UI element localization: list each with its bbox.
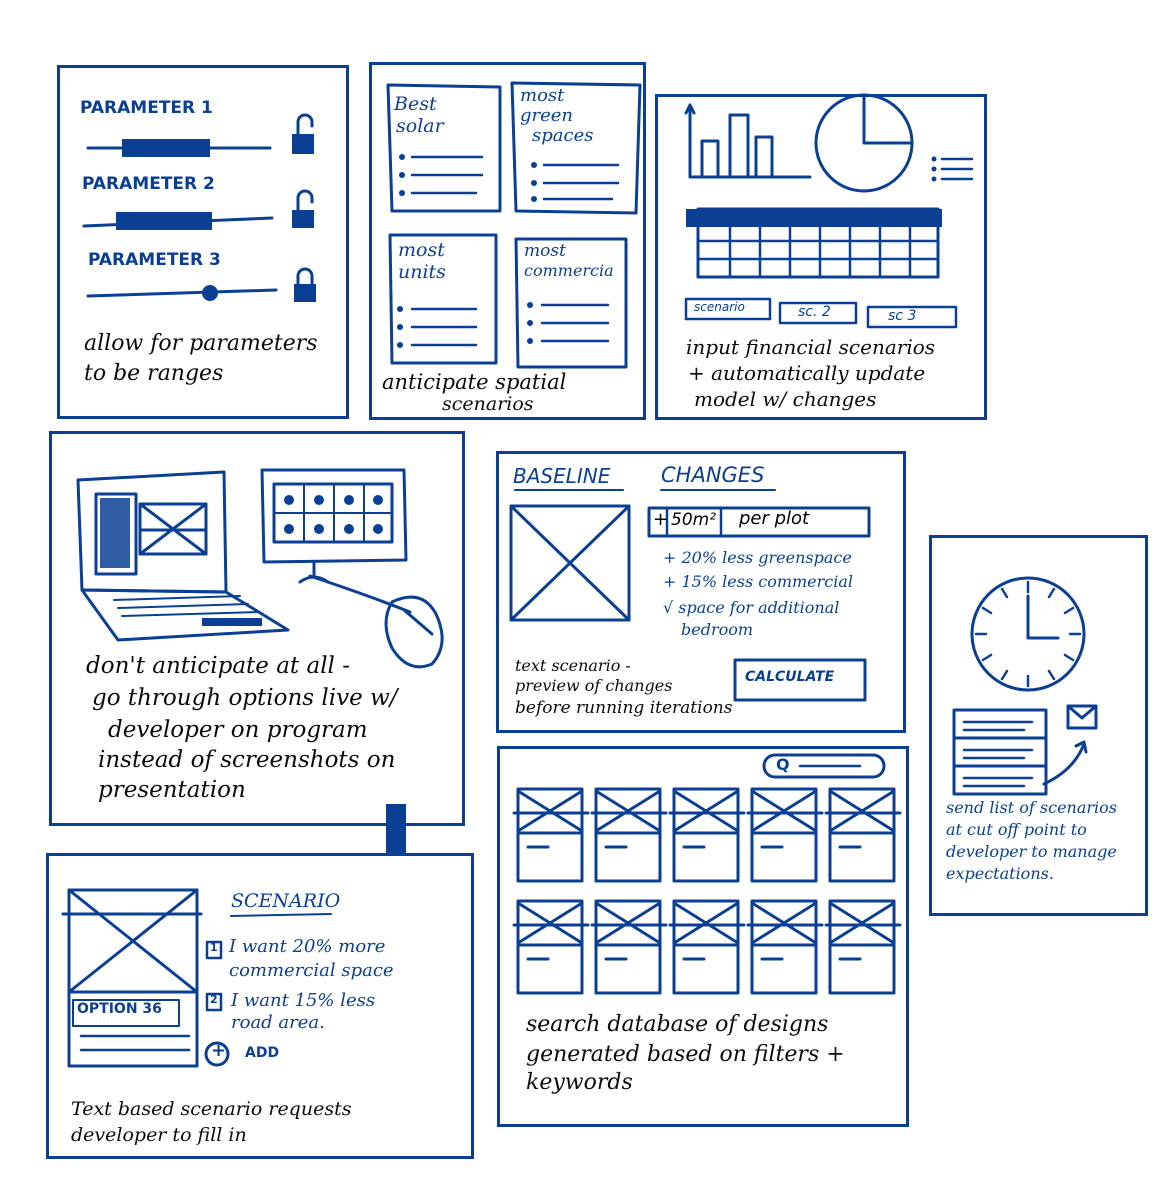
design-thumbnail[interactable] bbox=[824, 899, 902, 995]
panel-4-caption-line-4: instead of screenshots on bbox=[98, 747, 396, 773]
design-thumbnail[interactable] bbox=[590, 899, 668, 995]
design-thumbnail[interactable] bbox=[590, 787, 668, 883]
effect-bedroom-line-2: bedroom bbox=[681, 620, 754, 639]
scenario-item-1-line-2: commercial space bbox=[229, 960, 394, 981]
change-unit-label: per plot bbox=[739, 508, 810, 529]
effect-greenspace: + 20% less greenspace bbox=[663, 548, 852, 567]
baseline-label: BASELINE bbox=[513, 464, 611, 488]
effect-bedroom-line-1: √ space for additional bbox=[663, 598, 840, 617]
calculate-button[interactable]: CALCULATE bbox=[745, 669, 835, 685]
panel-7-caption-line-1: Text based scenario requests bbox=[71, 1098, 352, 1120]
parameter-2-label: PARAMETER 2 bbox=[82, 174, 215, 194]
panel-3-caption-line-3: model w/ changes bbox=[694, 387, 877, 411]
effect-commercial: + 15% less commercial bbox=[663, 572, 854, 591]
panel-6-caption-line-1: send list of scenarios bbox=[946, 798, 1118, 817]
panel-1-caption-line-2: to be ranges bbox=[84, 361, 224, 386]
card-commercial-title-2: commercia bbox=[524, 261, 614, 280]
panel-financial-scenarios: scenario sc. 2 sc 3 input financial scen… bbox=[655, 93, 987, 420]
design-thumbnail[interactable] bbox=[746, 899, 824, 995]
card-green-title-1: most bbox=[520, 85, 565, 106]
design-thumbnail[interactable] bbox=[824, 787, 902, 883]
change-value-input[interactable]: 50m² bbox=[671, 510, 717, 530]
card-best-solar-title-2: solar bbox=[396, 115, 444, 137]
baseline-sketch bbox=[509, 489, 871, 702]
design-thumbnail[interactable] bbox=[512, 787, 590, 883]
card-green-title-2: green bbox=[520, 105, 574, 126]
change-plus: + bbox=[653, 509, 669, 530]
panel-8-caption-line-2: generated based on filters + bbox=[526, 1042, 845, 1067]
panel-6-caption-line-4: expectations. bbox=[946, 864, 1054, 883]
scenario-tab-1[interactable]: scenario bbox=[694, 300, 745, 314]
panel-4-caption-line-1: don't anticipate at all - bbox=[86, 653, 350, 679]
card-green-title-3: spaces bbox=[532, 125, 594, 146]
panel-5-caption-line-2: preview of changes bbox=[515, 676, 673, 695]
panel-6-caption-line-3: developer to manage bbox=[946, 842, 1117, 861]
scenario-item-2-line-1: I want 15% less bbox=[231, 990, 376, 1011]
panel-4-caption-line-2: go through options live w/ bbox=[92, 685, 398, 711]
parameter-3-label: PARAMETER 3 bbox=[88, 250, 221, 270]
add-plus-icon[interactable]: + bbox=[211, 1040, 227, 1061]
panel-send-list: send list of scenarios at cut off point … bbox=[929, 535, 1148, 916]
panel-8-caption-line-3: keywords bbox=[526, 1070, 633, 1095]
panel-3-caption-line-2: + automatically update bbox=[688, 361, 926, 385]
scenario-item-2-line-2: road area. bbox=[231, 1012, 325, 1033]
design-thumbnail[interactable] bbox=[668, 787, 746, 883]
changes-label: CHANGES bbox=[661, 463, 765, 487]
card-best-solar-title-1: Best bbox=[394, 93, 437, 115]
card-units-title-2: units bbox=[398, 261, 446, 283]
financial-charts-sketch bbox=[684, 93, 974, 329]
panel-1-caption-line-1: allow for parameters bbox=[84, 331, 318, 356]
scenario-cards-sketch bbox=[386, 81, 642, 369]
panel-3-caption-line-1: input financial scenarios bbox=[686, 335, 936, 359]
panel-2-caption-line-2: scenarios bbox=[442, 393, 534, 415]
design-thumbnail[interactable] bbox=[668, 899, 746, 995]
search-icon[interactable]: Q bbox=[776, 755, 790, 774]
panel-parameters: PARAMETER 1 PARAMETER 2 PARAMETER 3 allo… bbox=[57, 65, 349, 419]
panel-live-session: don't anticipate at all - go through opt… bbox=[49, 431, 465, 826]
panel-search-database: Q search database of designs generated b… bbox=[497, 746, 909, 1127]
option-label: OPTION 36 bbox=[77, 1001, 162, 1017]
panel-4-caption-line-3: developer on program bbox=[108, 717, 368, 743]
panel-6-caption-line-2: at cut off point to bbox=[946, 820, 1087, 839]
panel-text-scenario: OPTION 36 SCENARIO 1 I want 20% more com… bbox=[46, 853, 474, 1159]
scenario-item-1-badge: 1 bbox=[210, 941, 218, 954]
scenario-item-2-badge: 2 bbox=[210, 993, 218, 1006]
card-commercial-title-1: most bbox=[524, 241, 566, 261]
laptop-monitor-sketch bbox=[76, 468, 444, 669]
panel-5-caption-line-1: text scenario - bbox=[515, 656, 631, 675]
parameter-1-label: PARAMETER 1 bbox=[80, 98, 213, 118]
panel-4-caption-line-5: presentation bbox=[98, 777, 246, 803]
panel-8-caption-line-1: search database of designs bbox=[526, 1012, 829, 1037]
add-scenario-button[interactable]: ADD bbox=[245, 1045, 280, 1061]
panel-5-caption-line-3: before running iterations bbox=[515, 698, 733, 718]
scenario-request-sketch bbox=[61, 888, 332, 1068]
panel-7-caption-line-2: developer to fill in bbox=[71, 1124, 247, 1146]
design-thumbnail[interactable] bbox=[512, 899, 590, 995]
scenario-item-1-line-1: I want 20% more bbox=[229, 936, 386, 957]
card-units-title-1: most bbox=[398, 239, 445, 261]
panel-spatial-scenarios: Best solar most green spaces most units … bbox=[369, 62, 646, 420]
scenario-tab-3[interactable]: sc 3 bbox=[888, 308, 917, 324]
panel-baseline-changes: BASELINE CHANGES + 50m² per plot + 20% l… bbox=[496, 451, 906, 733]
parameter-sliders-sketch bbox=[82, 113, 316, 302]
design-grid-sketch bbox=[512, 753, 902, 995]
clock-document-sketch bbox=[952, 576, 1098, 796]
panel-2-caption-line-1: anticipate spatial bbox=[382, 370, 567, 394]
scenario-tab-2[interactable]: sc. 2 bbox=[798, 304, 831, 320]
scenario-heading: SCENARIO bbox=[231, 890, 341, 912]
design-thumbnail[interactable] bbox=[746, 787, 824, 883]
